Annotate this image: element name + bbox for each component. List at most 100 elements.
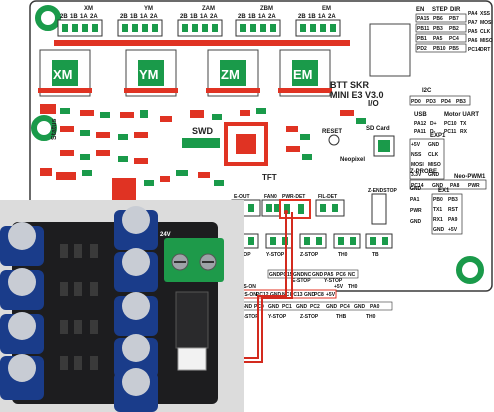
reset-label: RESET	[322, 129, 342, 135]
pin-cell: +5V	[326, 292, 336, 298]
motor-header-title: XM	[84, 6, 93, 12]
motor-pin-label: 2B	[180, 14, 188, 20]
motor-pin-labels: 2B 1B 1A 2A	[60, 14, 98, 20]
pin-cell: PA5	[468, 29, 478, 35]
pin-cell: MISO	[428, 162, 441, 168]
screw-terminal	[164, 238, 224, 282]
motor-pin-label: 1A	[200, 14, 208, 20]
voltage-label: 24V	[160, 232, 171, 238]
pin-cell: PD4	[441, 99, 451, 105]
pin-cell: PA4	[468, 11, 478, 17]
connector: TB	[365, 233, 393, 258]
motor-pin-label: 1B	[190, 14, 198, 20]
pin-cell: PA5	[433, 36, 443, 42]
pin-cell: PB11	[417, 26, 429, 32]
i2c-title: I2C	[422, 88, 432, 94]
capacitor	[114, 292, 158, 336]
stepper-driver: YM	[124, 49, 178, 97]
pin-cell: PC14	[468, 47, 481, 53]
driver-label: YM	[139, 67, 159, 82]
connector: TH0	[333, 233, 361, 258]
usb-uart-header: USB Motor UART PA12 D+ PC10 TX PA11 D- P…	[414, 112, 479, 135]
pin-cell: TX	[460, 121, 467, 127]
motor-pin-label: 1A	[80, 14, 88, 20]
pin-cell: PC14	[411, 183, 424, 189]
connector-label: Y-STOP	[266, 252, 285, 258]
pin-cell: GND	[296, 304, 308, 310]
connector: Z-STOP	[299, 233, 327, 258]
motor-pin-label: 2A	[328, 14, 336, 20]
motor-pin-label: 2A	[210, 14, 218, 20]
pin-cell: PC11	[444, 129, 456, 135]
capacitors	[0, 206, 158, 412]
motor-header: ZAM 2B 1B 1A 2A	[177, 6, 223, 37]
driver-pin-table: EN STEP DIR PA15 PB6 PB7 PB11 PB3 PB2 PB…	[415, 7, 493, 53]
pin-cell: PB6	[433, 16, 443, 22]
pin-cell: 3.3V	[411, 172, 422, 178]
connector-label: PWR-DET	[282, 194, 305, 200]
pin-cell: GND	[432, 183, 444, 189]
driver-pin-header: STEP	[432, 7, 448, 13]
z-probe-title: Z-PROBE	[410, 169, 437, 175]
pin-cell: GND	[268, 304, 280, 310]
pin-cell: PA15	[417, 16, 429, 22]
mcu-core	[236, 134, 256, 154]
connector-label: TB	[372, 252, 379, 258]
connector-label: E-OUT	[234, 194, 250, 200]
callout-row-labels: X-STOP Y-STOP Z-STOP THB TH0	[240, 314, 376, 320]
motor-pin-label: 2A	[268, 14, 276, 20]
motor-pin-label: 2B	[298, 14, 306, 20]
neo-pwm-title: Neo-PWM1	[454, 174, 486, 180]
pin-cell: PWR	[468, 183, 480, 189]
smd-parts	[60, 244, 98, 370]
motor-pin-label: 1A	[318, 14, 326, 20]
connector-label: Z-STOP	[300, 252, 319, 258]
z-probe-header: Z-PROBE Neo-PWM1 PC14 GND PA8 PWR	[409, 169, 487, 190]
mosfet	[175, 291, 209, 349]
pin-cell: PA5	[324, 272, 334, 278]
usb-title: USB	[414, 112, 427, 118]
pin-cell: PA12	[414, 121, 426, 127]
pin-cell: PA11	[414, 129, 426, 135]
pin-cell: PS-ON	[241, 292, 257, 298]
pin-cell: +5V	[448, 227, 458, 233]
pin-cell: D-	[430, 129, 436, 135]
pin-cell: PA1	[410, 197, 420, 203]
motor-pin-label: 2A	[90, 14, 98, 20]
pin-name: DRT	[480, 47, 490, 53]
sd-card-slot	[369, 23, 411, 77]
pin-cell: GND	[269, 272, 281, 278]
pin-cell: PC8	[314, 292, 324, 298]
callout-top-row: GND PC15 GND NC GND PA5 PC6 NC	[267, 269, 359, 279]
callout-row-label: TH0	[366, 314, 376, 320]
input-jst-connector	[177, 347, 207, 371]
motor-pin-label: 2B	[238, 14, 246, 20]
pin-cell: GND	[428, 172, 440, 178]
pin-cell: PC6	[336, 272, 346, 278]
pin-cell: PB0	[433, 197, 443, 203]
pin-cell: +5V	[411, 142, 421, 148]
callout-header: Y-STOP	[324, 278, 343, 284]
pin-cell: PC1	[282, 304, 292, 310]
capacitor	[114, 368, 158, 412]
board-name-line2: MINI E3 V3.0	[330, 90, 384, 100]
mounting-holes	[31, 5, 484, 284]
pin-cell: MOSI	[411, 162, 424, 168]
pin-cell: PC4	[449, 36, 459, 42]
pin-cell: GND	[410, 186, 422, 192]
pin-cell: GND	[293, 272, 305, 278]
pin-cell: GND	[428, 142, 440, 148]
callout-header: TH0	[348, 284, 358, 290]
pin-cell: PB10	[433, 46, 446, 52]
board-name: BTT SKR MINI E3 V3.0 I/O	[330, 80, 384, 108]
sd-card-label: SD Card	[366, 126, 390, 132]
capacitor	[0, 354, 44, 400]
stepper-driver: ZM	[206, 49, 260, 97]
callout-row-label: X-STOP	[240, 314, 259, 320]
motor-pin-labels: 2B 1B 1A 2A	[180, 14, 218, 20]
callout-row-label: Z-STOP	[300, 314, 319, 320]
pin-cell: PA6	[468, 38, 478, 44]
tft-label: TFT	[262, 173, 277, 182]
mounting-hole-bottom-right	[456, 256, 484, 284]
motor-header: XM 2B 1B 1A 2A	[57, 6, 103, 37]
